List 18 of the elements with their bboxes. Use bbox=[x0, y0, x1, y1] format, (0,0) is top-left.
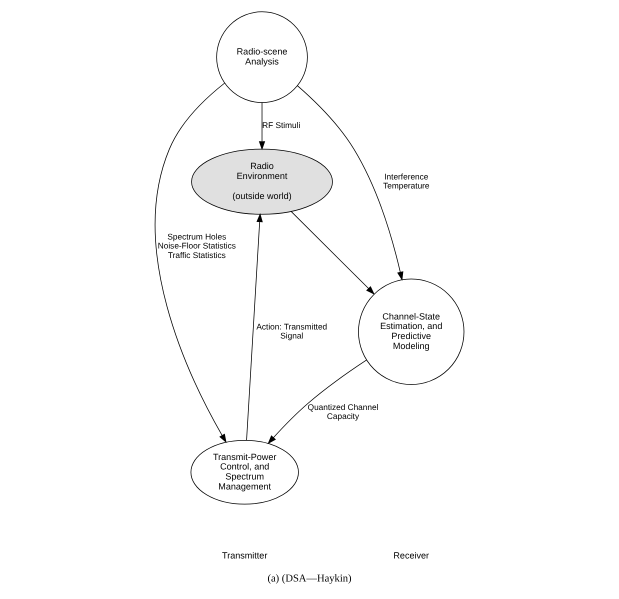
arrow bbox=[297, 85, 404, 281]
edge-label: RF Stimuli bbox=[262, 120, 300, 130]
node-ellipse: Radio Environment (outside world) bbox=[191, 148, 333, 215]
node-ellipse: Transmit-Power Control, and Spectrum Management bbox=[190, 440, 299, 505]
caption: (a) (DSA—Haykin) bbox=[267, 573, 352, 584]
arrow bbox=[268, 360, 367, 444]
node-circle: Channel-State Estimation, and Predictive Modeling bbox=[358, 278, 464, 385]
arrow bbox=[258, 102, 266, 150]
edge-label: Spectrum Holes Noise-Floor Statistics Traffic Statistics bbox=[158, 232, 236, 260]
arrow bbox=[154, 82, 227, 444]
arrow bbox=[246, 213, 263, 440]
arrow bbox=[290, 211, 375, 295]
edge-label: Quantized Channel Capacity bbox=[308, 402, 378, 422]
node-circle: Radio-scene Analysis bbox=[216, 11, 308, 103]
label: Receiver bbox=[393, 550, 430, 561]
edge-label: Action: Transmitted Signal bbox=[256, 322, 328, 340]
edge-label: Interference Temperature bbox=[383, 172, 430, 190]
label: Transmitter bbox=[222, 550, 268, 561]
